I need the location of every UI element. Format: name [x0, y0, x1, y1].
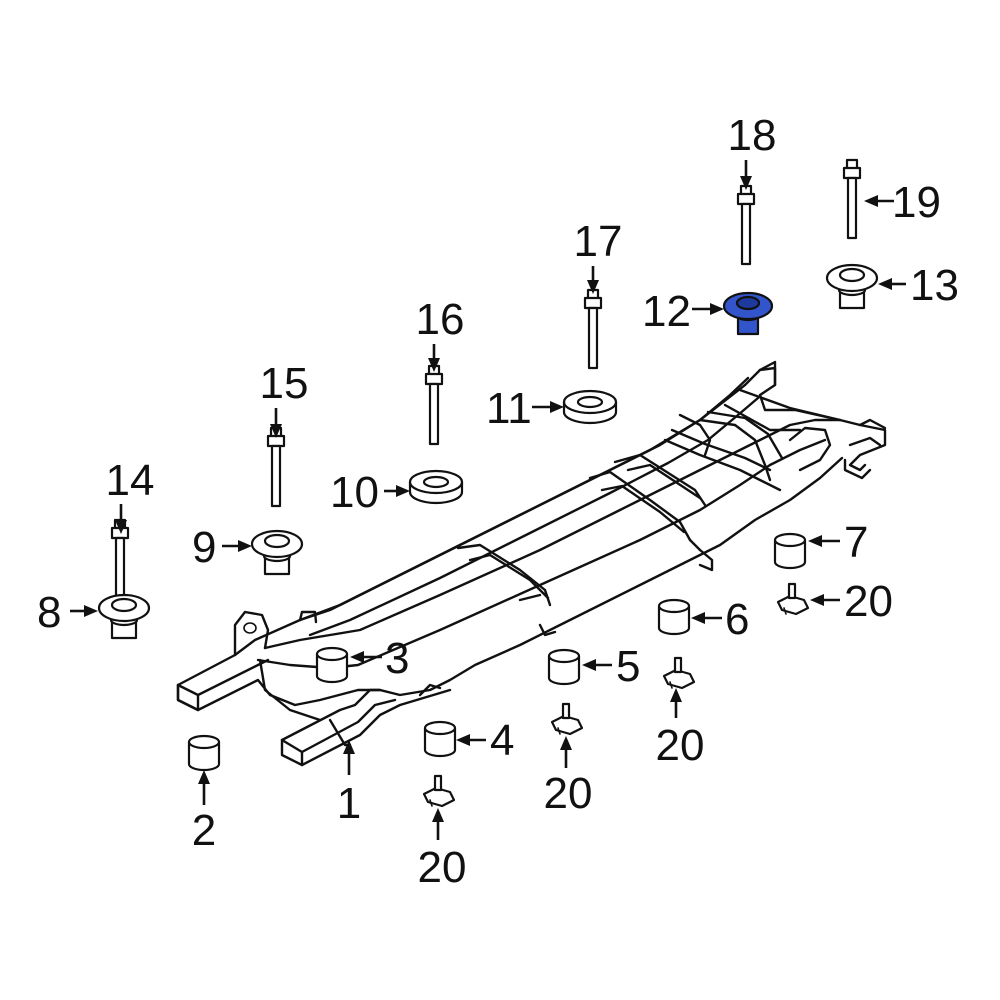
- callout-14: 14: [106, 456, 155, 505]
- callout-9: 9: [192, 523, 216, 572]
- callout-20-b: 20: [544, 769, 593, 818]
- frame-assembly: [176, 360, 887, 767]
- callout-20-a: 20: [418, 843, 467, 892]
- callout-3: 3: [385, 634, 409, 683]
- callout-5: 5: [616, 642, 640, 691]
- callout-11: 11: [486, 384, 532, 433]
- callout-8: 8: [37, 588, 61, 637]
- mount-12-highlighted[interactable]: [722, 291, 774, 336]
- bushing-7: [773, 532, 807, 570]
- mount-13: [825, 263, 879, 310]
- callout-2: 2: [192, 806, 216, 855]
- callout-20-d: 20: [844, 577, 893, 626]
- callout-10: 10: [330, 468, 379, 517]
- callout-1: 1: [337, 779, 361, 828]
- bolt-17: [583, 288, 603, 370]
- clip-20-c: [662, 656, 696, 690]
- callout-labels: 1 2 3 4 5 6 7 8 9 10 11 12 13 14 15 16 1…: [37, 111, 959, 892]
- washer-10: [408, 469, 464, 505]
- mount-8: [97, 593, 151, 640]
- callout-12: 12: [642, 287, 691, 336]
- bolt-18: [736, 184, 756, 266]
- bushing-3: [315, 646, 349, 684]
- washer-11: [562, 389, 618, 425]
- leader-lines: [70, 160, 906, 840]
- callout-16: 16: [416, 295, 465, 344]
- bushing-2: [187, 734, 221, 772]
- clip-20-d: [776, 582, 810, 616]
- callout-18: 18: [728, 111, 777, 160]
- bolt-15: [266, 426, 286, 508]
- mount-9: [250, 529, 304, 576]
- bushing-6: [657, 598, 691, 636]
- clip-20-a: [422, 774, 456, 808]
- bolt-16: [424, 364, 444, 446]
- bushing-4: [423, 720, 457, 758]
- callout-15: 15: [260, 359, 309, 408]
- callout-7: 7: [844, 518, 868, 567]
- clip-20-b: [550, 702, 584, 736]
- bolt-14: [110, 518, 130, 600]
- callout-13: 13: [910, 261, 959, 310]
- callout-20-c: 20: [656, 721, 705, 770]
- callout-19: 19: [892, 178, 941, 227]
- callout-6: 6: [725, 595, 749, 644]
- bolt-19: [842, 158, 862, 240]
- bushing-5: [547, 648, 581, 686]
- callout-17: 17: [574, 217, 623, 266]
- callout-4: 4: [490, 716, 514, 765]
